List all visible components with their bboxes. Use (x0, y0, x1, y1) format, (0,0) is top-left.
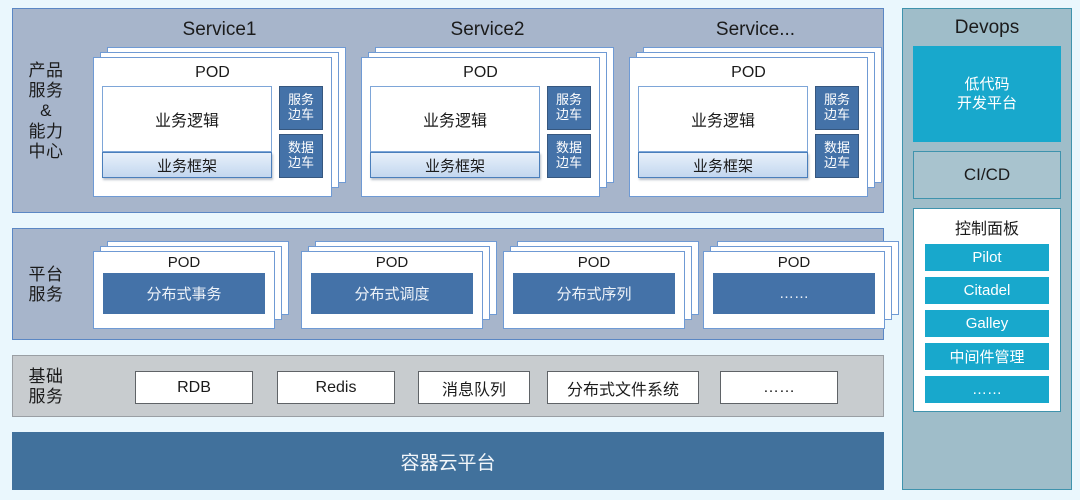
service-column-1[interactable]: Service1 POD 业务逻辑 业务框架 服务 边车 (93, 19, 346, 207)
lowcode-line-2: 开发平台 (956, 95, 1017, 112)
section-platform-services: 平台 服务 POD 分布式事务 POD 分布式调度 POD (12, 228, 899, 341)
devops-title: Devops (954, 17, 1020, 38)
lowcode-line-1: 低代码 (964, 75, 1010, 93)
control-item-citadel[interactable]: Citadel (925, 277, 1049, 304)
pod-stack: POD 业务逻辑 业务框架 服务 边车 数据 (361, 47, 614, 197)
sidecar-line-1: 服务 (287, 92, 314, 108)
pod-title: POD (195, 64, 230, 81)
pod-card[interactable]: POD 业务逻辑 业务框架 服务 边车 数据 (629, 57, 868, 197)
business-logic-box: 业务逻辑 (638, 86, 808, 152)
pod-main: 业务逻辑 业务框架 (102, 86, 272, 178)
pod-title: POD (577, 254, 611, 271)
sidecar-line-2: 边车 (823, 107, 850, 122)
pod-card[interactable]: POD 分布式序列 (503, 251, 685, 329)
data-sidecar-box: 数据 边车 (279, 134, 323, 178)
service-column-3[interactable]: Service... POD 业务逻辑 业务框架 服务 边车 (629, 19, 882, 207)
pod-title: POD (167, 254, 201, 271)
pod-title: POD (463, 64, 498, 81)
sidecar-group: 服务 边车 数据 边车 (279, 86, 323, 178)
pod-card[interactable]: POD 分布式调度 (301, 251, 483, 329)
sidecar-group: 服务 边车 数据 边车 (547, 86, 591, 178)
basic-service-distributed-file-system[interactable]: 分布式文件系统 (547, 371, 699, 404)
sidecar-line-2: 边车 (555, 155, 582, 170)
business-framework-box: 业务框架 (370, 152, 540, 178)
basic-service-rdb[interactable]: RDB (135, 371, 253, 404)
sidecar-group: 服务 边车 数据 边车 (815, 86, 859, 178)
sidecar-line-2: 边车 (555, 107, 582, 122)
cicd-box[interactable]: CI/CD (913, 151, 1061, 199)
service-column-2[interactable]: Service2 POD 业务逻辑 业务框架 服务 边车 (361, 19, 614, 207)
section-product-services: 产品 服务 & 能力 中心 Service1 POD 业务逻辑 业务框架 (12, 8, 884, 213)
platform-service-name: 分布式序列 (513, 273, 675, 314)
sidecar-line-1: 数据 (823, 140, 850, 156)
service-sidecar-box: 服务 边车 (279, 86, 323, 130)
pod-card[interactable]: POD 业务逻辑 业务框架 服务 边车 数据 (361, 57, 600, 197)
platform-service-name: 分布式调度 (311, 273, 473, 314)
sidecar-line-1: 数据 (287, 140, 314, 156)
pod-body: 业务逻辑 业务框架 服务 边车 数据 边车 (638, 86, 859, 178)
pod-card[interactable]: POD 分布式事务 (93, 251, 275, 329)
pod-title: POD (777, 254, 811, 271)
platform-service-name: …… (713, 273, 875, 314)
service-sidecar-box: 服务 边车 (815, 86, 859, 130)
data-sidecar-box: 数据 边车 (815, 134, 859, 178)
label-line: 服务 (28, 387, 64, 406)
pod-stack: POD 业务逻辑 业务框架 服务 边车 数据 (629, 47, 882, 197)
basic-service-message-queue[interactable]: 消息队列 (418, 371, 530, 404)
pod-main: 业务逻辑 业务框架 (370, 86, 540, 178)
data-sidecar-box: 数据 边车 (547, 134, 591, 178)
control-panel-title: 控制面板 (954, 221, 1019, 238)
business-logic-box: 业务逻辑 (102, 86, 272, 152)
control-item-more[interactable]: …… (925, 376, 1049, 403)
sidecar-line-1: 服务 (555, 92, 582, 108)
label-line: 中心 (28, 141, 64, 161)
pod-stack: POD 业务逻辑 业务框架 服务 边车 数据 (93, 47, 346, 197)
service-title: Service2 (450, 19, 525, 40)
business-logic-box: 业务逻辑 (370, 86, 540, 152)
label-line: 能力 (28, 121, 64, 141)
control-item-galley[interactable]: Galley (925, 310, 1049, 337)
label-line: 产品 (28, 61, 64, 81)
service-title: Service1 (182, 19, 257, 40)
platform-service-name: 分布式事务 (103, 273, 265, 314)
pod-body: 业务逻辑 业务框架 服务 边车 数据 边车 (102, 86, 323, 178)
sidecar-line-2: 边车 (287, 155, 314, 170)
sidecar-line-2: 边车 (287, 107, 314, 122)
business-framework-box: 业务框架 (102, 152, 272, 178)
label-line: 服务 (28, 285, 64, 304)
label-line: 基础 (28, 366, 64, 386)
pod-title: POD (375, 254, 409, 271)
pod-card[interactable]: POD 业务逻辑 业务框架 服务 边车 数据 (93, 57, 332, 197)
service-sidecar-box: 服务 边车 (547, 86, 591, 130)
basic-service-redis[interactable]: Redis (277, 371, 395, 404)
sidecar-line-2: 边车 (823, 155, 850, 170)
label-line: 服务 (28, 81, 64, 101)
business-framework-box: 业务框架 (638, 152, 808, 178)
basic-service-more[interactable]: …… (720, 371, 838, 404)
control-panel: 控制面板 Pilot Citadel Galley 中间件管理 …… (913, 208, 1061, 412)
platform-pod-2[interactable]: POD 分布式调度 (301, 241, 497, 329)
lowcode-platform-box[interactable]: 低代码 开发平台 (913, 46, 1061, 142)
label-line: & (40, 101, 52, 121)
section-label-product-services: 产品 服务 & 能力 中心 (13, 9, 79, 214)
control-item-middleware-management[interactable]: 中间件管理 (925, 343, 1049, 370)
control-item-pilot[interactable]: Pilot (925, 244, 1049, 271)
section-label-platform-services: 平台 服务 (13, 229, 79, 341)
service-title: Service... (715, 19, 796, 40)
sidecar-line-1: 数据 (555, 140, 582, 156)
pod-title: POD (731, 64, 766, 81)
pod-main: 业务逻辑 业务框架 (638, 86, 808, 178)
section-basic-services: 基础 服务 RDB Redis 消息队列 分布式文件系统 …… (12, 355, 884, 417)
section-container-cloud-platform: 容器云平台 (12, 432, 884, 490)
platform-pod-3[interactable]: POD 分布式序列 (503, 241, 699, 329)
platform-pod-1[interactable]: POD 分布式事务 (93, 241, 289, 329)
pod-card[interactable]: POD …… (703, 251, 885, 329)
platform-pod-4[interactable]: POD …… (703, 241, 899, 329)
label-line: 平台 (28, 264, 64, 284)
devops-panel: Devops 低代码 开发平台 CI/CD 控制面板 Pilot Citadel… (902, 8, 1072, 490)
section-label-basic-services: 基础 服务 (13, 356, 79, 418)
pod-body: 业务逻辑 业务框架 服务 边车 数据 边车 (370, 86, 591, 178)
sidecar-line-1: 服务 (823, 92, 850, 108)
